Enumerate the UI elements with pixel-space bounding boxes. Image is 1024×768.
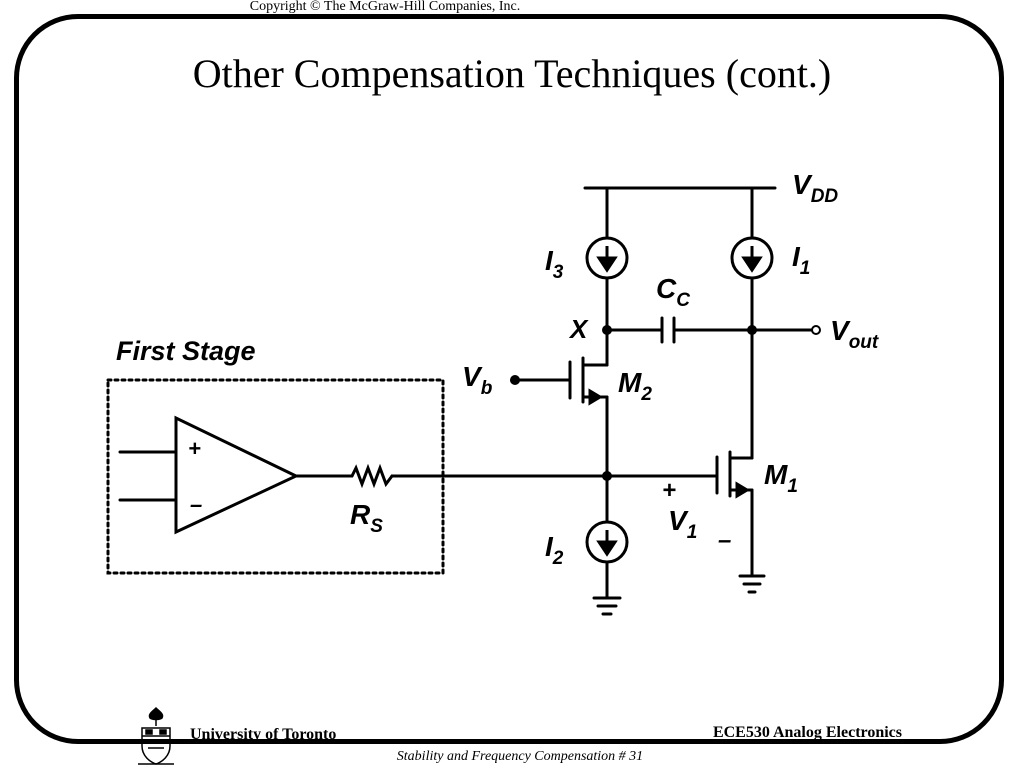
v1-minus-label: – xyxy=(718,527,731,554)
current-source-i1 xyxy=(730,236,774,280)
opamp-minus-label: – xyxy=(190,492,202,517)
cc-label: CC xyxy=(656,273,690,311)
rs-label: RS xyxy=(350,499,383,537)
vb-label: Vb xyxy=(462,361,493,399)
v1-plus-label: + xyxy=(662,477,676,504)
i1-label: I1 xyxy=(792,241,810,279)
slide-title: Other Compensation Techniques (cont.) xyxy=(192,51,832,96)
v1-label: V1 xyxy=(668,505,697,543)
vout-terminal xyxy=(811,325,821,335)
first-stage-label: First Stage xyxy=(116,336,256,366)
i3-label: I3 xyxy=(545,245,564,283)
vout-label: Vout xyxy=(830,315,879,353)
footer-course: ECE530 Analog Electronics xyxy=(712,724,902,741)
m1-label: M1 xyxy=(764,459,798,497)
copyright-notice: Copyright © The McGraw-Hill Companies, I… xyxy=(249,0,521,14)
opamp-plus-label: + xyxy=(188,436,201,461)
i2-label: I2 xyxy=(545,531,564,569)
vdd-label: VDD xyxy=(792,169,838,207)
university-crest-icon xyxy=(138,706,174,765)
first-stage-box xyxy=(106,378,445,575)
slide-frame xyxy=(14,14,1004,744)
current-source-i3 xyxy=(585,236,629,280)
opamp-symbol xyxy=(174,415,300,535)
m2-label: M2 xyxy=(618,367,652,405)
footer-institution: University of Toronto xyxy=(190,726,337,743)
current-source-i2 xyxy=(585,520,629,564)
node-x-label: X xyxy=(568,314,589,344)
footer-subtitle: Stability and Frequency Compensation # 3… xyxy=(396,749,644,764)
